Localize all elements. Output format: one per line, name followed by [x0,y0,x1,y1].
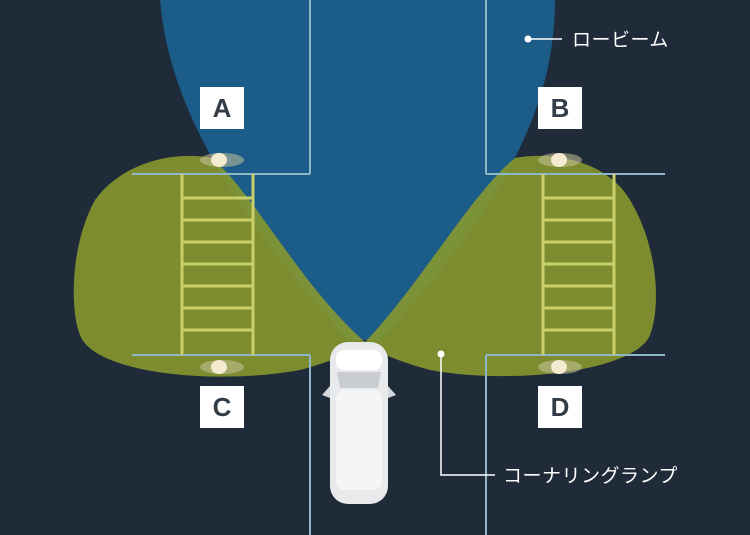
callout-lines [440,38,562,476]
marker-d: D [538,386,582,428]
low-beam-callout-dot [524,35,532,43]
pedestrian-a-icon [200,153,244,167]
marker-b: B [538,87,582,129]
cornering-lamp-callout-dot [437,350,445,358]
cornering-lamp-area-left [73,155,365,377]
pedestrian-b-icon [538,153,582,167]
pedestrian-d-icon [538,360,582,374]
pedestrian-c-icon [200,360,244,374]
cornering-lamp-area-right [365,155,656,377]
marker-a: A [200,87,244,129]
crosswalk-right [541,174,616,355]
low-beam-label: ロービーム [572,29,669,51]
low-beam-area [160,0,555,340]
vehicle-icon [322,342,396,504]
marker-c: C [200,386,244,428]
road-lines [132,0,665,535]
cornering-lamp-label: コーナリングランプ [503,465,678,487]
crosswalk-left [180,174,255,355]
